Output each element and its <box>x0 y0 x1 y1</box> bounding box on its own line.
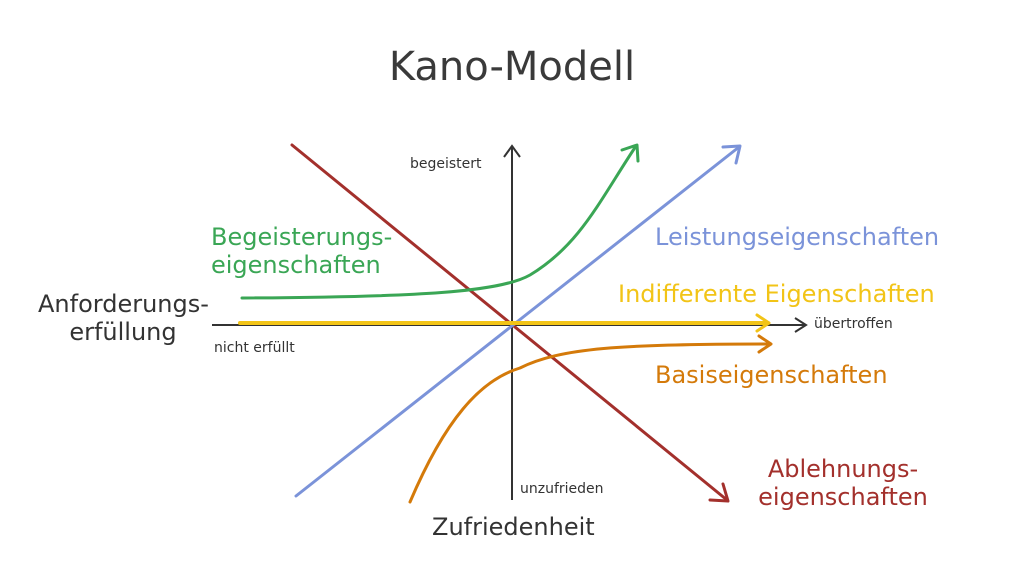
y-axis-top-label: begeistert <box>410 156 482 172</box>
y-axis-bottom-label: unzufrieden <box>520 481 604 497</box>
indifferent-label: Indifferente Eigenschaften <box>618 280 935 308</box>
x-axis-title: Anforderungs- erfüllung <box>38 290 209 346</box>
x-axis-left-label: nicht erfüllt <box>214 340 295 356</box>
leistung-label: Leistungseigenschaften <box>655 223 940 251</box>
ablehnung-label: Ablehnungs- eigenschaften <box>748 455 938 511</box>
ablehnung-label-line2: eigenschaften <box>758 482 928 511</box>
x-axis-title-line2: erfüllung <box>69 317 177 346</box>
begeisterung-label-line2: eigenschaften <box>211 250 381 279</box>
begeisterung-curve <box>240 143 640 300</box>
y-axis-title: Zufriedenheit <box>432 513 595 541</box>
indifferent-curve <box>238 313 771 333</box>
basis-label: Basiseigenschaften <box>655 361 888 389</box>
x-axis-title-line1: Anforderungs- <box>38 290 209 318</box>
begeisterung-label-line1: Begeisterungs- <box>211 223 393 251</box>
page-title: Kano-Modell <box>388 44 636 90</box>
basis-curve <box>408 334 773 504</box>
ablehnung-label-line1: Ablehnungs- <box>767 455 919 483</box>
begeisterung-label: Begeisterungs- eigenschaften <box>211 223 393 279</box>
x-axis-right-label: übertroffen <box>814 316 893 332</box>
